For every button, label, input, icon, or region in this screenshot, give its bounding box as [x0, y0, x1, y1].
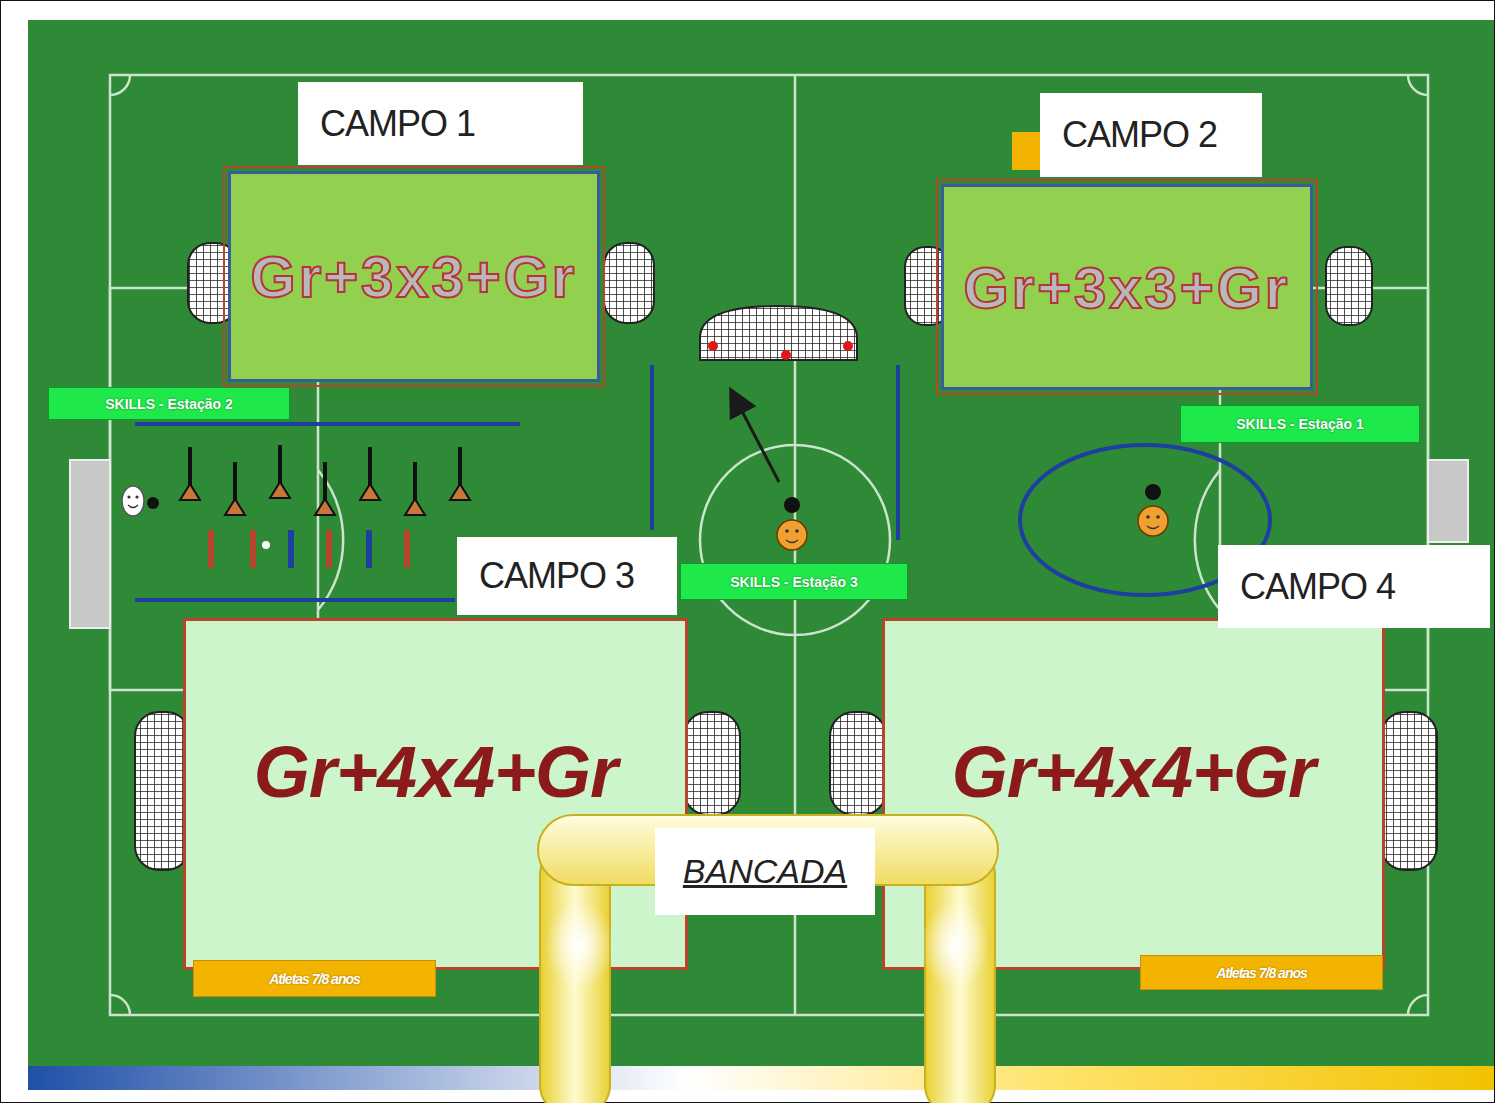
pole	[326, 530, 332, 568]
node-text: Atletas 7/8 anos	[269, 971, 360, 987]
station-line	[896, 365, 900, 540]
station-lines	[135, 365, 1270, 600]
player-station-2	[122, 486, 159, 516]
target-dots	[708, 341, 853, 360]
node-text: Atletas 7/8 anos	[1216, 965, 1307, 981]
ball	[147, 497, 159, 509]
bench-light	[921, 900, 989, 990]
node-text: SKILLS - Estação 2	[105, 396, 233, 412]
node-text: Gr+3x3+Gr	[964, 254, 1291, 321]
skills-band: SKILLS - Estação 3	[680, 563, 908, 600]
station-line	[650, 365, 654, 530]
poles	[208, 530, 410, 568]
main-goal	[70, 460, 110, 628]
age-band: Atletas 7/8 anos	[193, 960, 436, 997]
ball	[262, 541, 270, 549]
bottom-stripe	[28, 1066, 1495, 1090]
node-text: BANCADA	[683, 852, 847, 891]
goal-net	[604, 243, 654, 323]
small-sided-field: Gr+3x3+Gr	[228, 171, 600, 382]
goal-net	[135, 712, 190, 870]
cone	[315, 462, 335, 515]
node-text: Gr+3x3+Gr	[251, 243, 578, 310]
small-sided-field: Gr+4x4+GrAtletas 7/8 anos	[183, 618, 688, 970]
field-name: CAMPO 2	[1040, 93, 1262, 177]
goal-net	[1381, 712, 1437, 870]
station-line	[135, 598, 455, 602]
corner-arc	[1408, 75, 1428, 95]
player-face	[777, 520, 807, 550]
player-face	[122, 486, 144, 516]
ball	[784, 497, 800, 513]
shot-arrow	[732, 392, 779, 482]
cone	[405, 462, 425, 515]
marker-square	[1012, 132, 1040, 170]
pole	[366, 530, 372, 568]
cone	[180, 447, 200, 500]
ball	[1145, 484, 1161, 500]
target-dot	[708, 341, 718, 351]
bench-light	[546, 900, 614, 990]
skills-band: SKILLS - Estação 1	[1180, 405, 1420, 443]
goal-net	[684, 712, 740, 815]
field-name: CAMPO 1	[298, 82, 583, 165]
goal-net	[700, 306, 857, 360]
center-circle	[700, 445, 890, 635]
target-dot	[843, 341, 853, 351]
target-dot	[781, 350, 791, 360]
node-text: CAMPO 4	[1240, 566, 1395, 608]
cones	[180, 445, 470, 515]
goal-net	[830, 712, 886, 815]
pole	[404, 530, 410, 568]
goal-net	[1326, 247, 1372, 325]
skills-band: SKILLS - Estação 2	[48, 387, 290, 420]
corner-arc	[1408, 995, 1428, 1015]
node-text: Gr+4x4+Gr	[952, 731, 1315, 813]
cone	[225, 462, 245, 515]
age-band: Atletas 7/8 anos	[1140, 955, 1383, 990]
pole	[208, 530, 214, 568]
node-text: SKILLS - Estação 3	[730, 574, 858, 590]
pole	[250, 530, 256, 568]
cone	[360, 447, 380, 500]
node-text: Gr+4x4+Gr	[254, 731, 617, 813]
field-name: CAMPO 4	[1218, 545, 1490, 628]
grass	[28, 20, 1495, 1090]
cone	[270, 445, 290, 498]
pole	[288, 530, 294, 568]
station-line	[135, 422, 520, 426]
corner-arc	[110, 75, 130, 95]
corner-arc	[110, 995, 130, 1015]
small-sided-field: Gr+3x3+Gr	[941, 184, 1313, 390]
player-station-1	[1138, 484, 1168, 536]
field-name: CAMPO 3	[457, 537, 677, 615]
node-text: CAMPO 1	[320, 103, 475, 145]
node-text: CAMPO 3	[479, 555, 634, 597]
player-face	[1138, 506, 1168, 536]
node-text: SKILLS - Estação 1	[1236, 416, 1364, 432]
penalty-arc	[318, 470, 343, 610]
player-station-3	[732, 392, 807, 550]
cone	[450, 447, 470, 500]
bench-label: BANCADA	[655, 828, 875, 915]
node-text: CAMPO 2	[1062, 114, 1217, 156]
main-goal	[1428, 460, 1468, 542]
